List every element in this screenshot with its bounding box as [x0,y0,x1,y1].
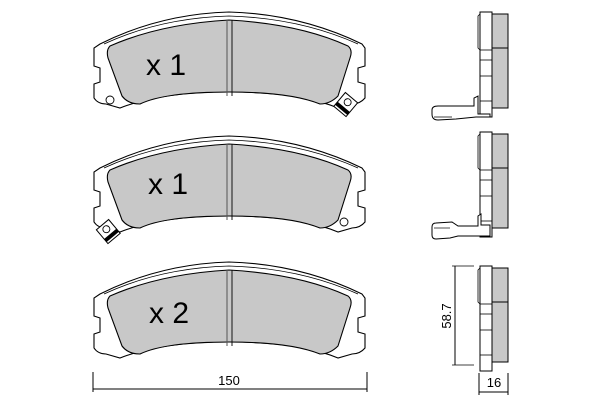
pad-side-view-3 [477,265,509,372]
pad-front-view-2: x 1 [93,135,366,245]
pad-side-view-2 [431,131,509,240]
pad-front-view-3: x 2 [93,261,366,359]
quantity-label: x 1 [148,168,188,201]
pad-front-view-1: x 1 [93,11,366,118]
height-value: 58.7 [439,303,454,328]
dimension-height: 58.7 [439,265,474,366]
thickness-value: 16 [487,375,501,390]
quantity-label: x 2 [149,297,189,330]
pad-side-view-1 [431,11,509,121]
width-value: 150 [218,373,240,388]
dimension-width: 150 [92,372,368,392]
wear-indicator-icon [95,218,121,245]
dimension-thickness: 16 [478,373,509,395]
wear-indicator-icon [333,91,359,118]
quantity-label: x 1 [146,49,186,82]
